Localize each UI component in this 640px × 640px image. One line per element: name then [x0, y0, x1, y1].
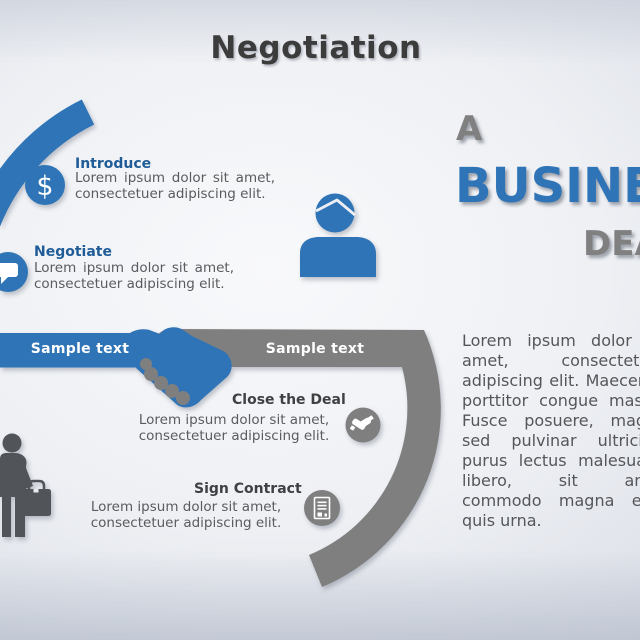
step-heading-sign-contract: Sign Contract [194, 481, 302, 497]
banner-label-left: Sample text [30, 341, 130, 357]
headline-word-a: A [456, 109, 483, 149]
contract-icon [304, 490, 340, 526]
blue-arm [0, 333, 144, 368]
handshake-icon [345, 407, 381, 443]
step-heading-close-the-deal: Close the Deal [232, 392, 346, 408]
blue-arc [0, 99, 95, 227]
dollar-icon: $ [25, 165, 65, 205]
person-icon [300, 193, 376, 277]
step-body-sign-contract: Lorem ipsum dolor sit amet, consectetuer… [90, 499, 282, 531]
dollar-glyph: $ [36, 171, 53, 202]
blue-hand [130, 327, 232, 408]
page-title: Negotiation [210, 30, 422, 66]
gray-fingers [140, 358, 190, 405]
gray-arc-arm [135, 328, 441, 587]
banner-label-right: Sample text [265, 341, 365, 357]
chat-icon [0, 252, 28, 292]
step-heading-introduce: Introduce [75, 156, 152, 172]
step-body-introduce: Lorem ipsum dolor sit amet, consectetuer… [75, 170, 275, 202]
headline-word-deal: DEAL [583, 224, 640, 264]
step-body-negotiate: Lorem ipsum dolor sit amet, consectetuer… [34, 260, 234, 292]
intro-paragraph: Lorem ipsum dolor sit amet, consectetuer… [462, 331, 640, 530]
step-body-close-the-deal: Lorem ipsum dolor sit amet, consectetuer… [138, 412, 330, 444]
headline-word-business: BUSINESS [455, 158, 640, 214]
step-heading-negotiate: Negotiate [34, 244, 112, 260]
businessman-icon [0, 433, 51, 537]
